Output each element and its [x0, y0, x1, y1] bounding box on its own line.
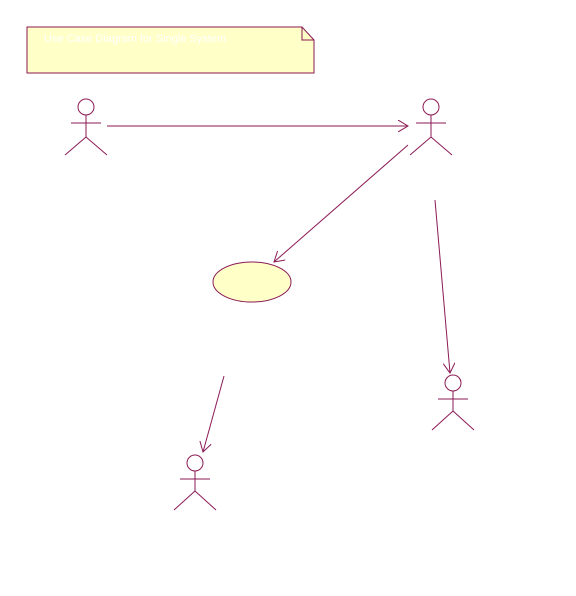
- actor-4[interactable]: [431, 374, 475, 431]
- association-use-case-actor3[interactable]: [203, 375, 225, 452]
- actor-head: [186, 454, 204, 472]
- actor-left-leg: [409, 136, 432, 156]
- note-fold: [301, 27, 314, 41]
- actor-head: [77, 98, 95, 116]
- actor-left-leg: [173, 490, 196, 511]
- actor-left-leg: [431, 410, 454, 431]
- association-actor2-use-case[interactable]: [274, 144, 409, 262]
- actor-right-leg: [430, 136, 453, 156]
- note-shape: [26, 26, 315, 74]
- actor-right-leg: [452, 410, 475, 431]
- actor-right-leg: [85, 136, 108, 156]
- note-text: Use Case Diagram for Single System: [44, 33, 226, 45]
- diagram-note[interactable]: Use Case Diagram for Single System: [26, 26, 315, 74]
- actor-right-leg: [194, 490, 217, 511]
- actor-1[interactable]: [64, 98, 108, 156]
- association-actor2-actor4[interactable]: [434, 199, 450, 373]
- actor-head: [444, 374, 462, 392]
- actor-3[interactable]: [173, 454, 217, 511]
- actor-left-leg: [64, 136, 87, 156]
- use-case-1[interactable]: [212, 261, 292, 303]
- actor-head: [422, 98, 440, 116]
- actor-2[interactable]: [409, 98, 453, 156]
